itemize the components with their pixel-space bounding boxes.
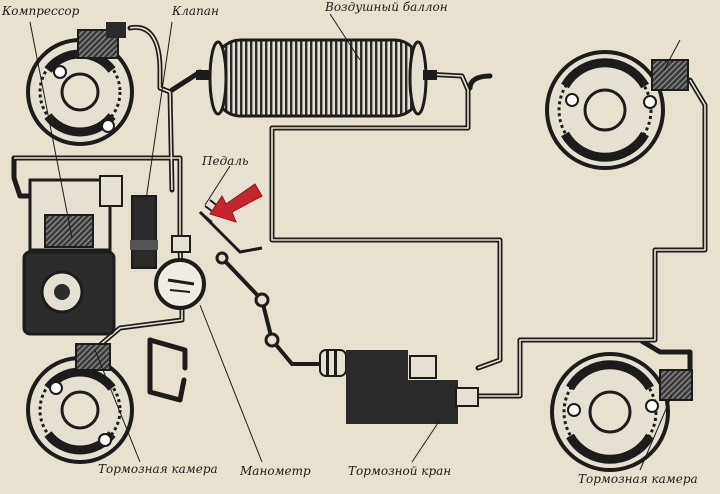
label-brake-valve: Тормозной кран — [348, 464, 452, 478]
label-pedal: Педаль — [202, 154, 249, 168]
compressor — [22, 175, 123, 336]
brake-valve — [319, 349, 479, 424]
brake-wheel-top-right — [545, 50, 689, 170]
pedal-linkage — [198, 199, 320, 366]
brake-wheel-top-left — [26, 22, 134, 146]
leader-lines — [29, 13, 681, 471]
brake-wheel-bottom-left — [26, 343, 134, 464]
label-brake-chamber-right: Тормозная камера — [578, 472, 698, 486]
label-air-tank: Воздушный баллон — [325, 0, 448, 14]
label-valve: Клапан — [172, 4, 219, 18]
pipe-inner-highlight — [14, 26, 706, 397]
valve — [130, 195, 191, 269]
label-compressor: Компрессор — [2, 4, 80, 18]
label-gauge: Манометр — [240, 464, 311, 478]
pressure-gauge — [154, 258, 206, 310]
red-arrow — [209, 183, 263, 223]
label-brake-chamber-left: Тормозная камера — [98, 462, 218, 476]
brake-wheel-bottom-right — [550, 352, 693, 472]
air-tank — [196, 38, 437, 118]
